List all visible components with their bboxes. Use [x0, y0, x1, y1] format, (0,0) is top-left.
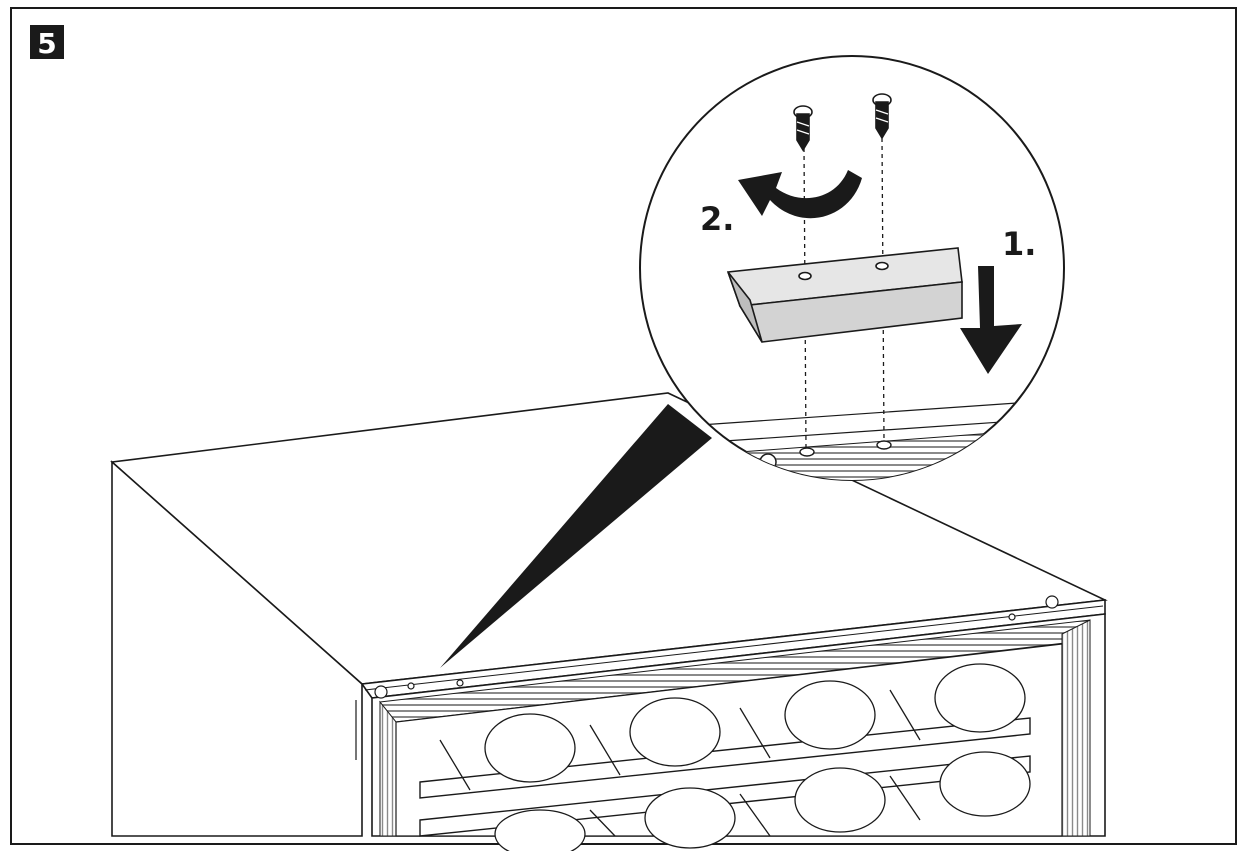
- mounting-bracket: [726, 247, 963, 343]
- guide-lines: [803, 137, 885, 449]
- diagram-border: [10, 7, 1237, 845]
- door-glass: [395, 643, 1063, 837]
- hinge-screws: [355, 595, 1059, 760]
- down-arrow-icon: [960, 266, 1022, 374]
- step-badge: 5: [30, 25, 64, 60]
- wine-cooler: [110, 392, 1108, 851]
- step-one-label: 1.: [1002, 225, 1036, 263]
- curved-arrow-icon: [738, 170, 862, 219]
- zoom-detail: 2. 1.: [639, 55, 1065, 481]
- screw-icon: [793, 105, 813, 152]
- step-two-label: 2.: [700, 200, 734, 238]
- cooler-side: [111, 460, 363, 837]
- step-number: 5: [37, 27, 56, 60]
- wine-bottles: [439, 663, 1031, 851]
- screw-icon: [872, 93, 892, 140]
- callout-pointer: [440, 404, 712, 668]
